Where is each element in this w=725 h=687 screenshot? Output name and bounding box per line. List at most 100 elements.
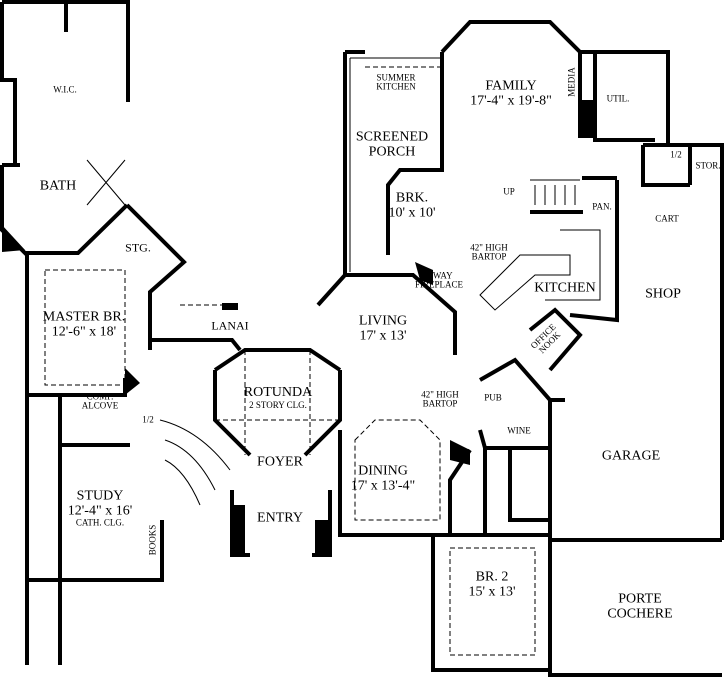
wall-lanai	[148, 338, 242, 352]
room-label-half-bath-2: 1/2	[142, 414, 154, 425]
comp-2: ALCOVE	[81, 401, 119, 411]
wall-office	[528, 307, 583, 372]
room-label-pantry: PAN.	[592, 201, 612, 212]
room-label-foyer: FOYER	[257, 454, 303, 470]
screened-1: SCREENED	[355, 129, 429, 145]
living-size: 17' x 13'	[359, 328, 407, 343]
room-label-breakfast: BRK.10' x 10'	[388, 191, 435, 220]
wall-porch	[343, 50, 365, 275]
wall-garage	[548, 398, 722, 677]
br2-size: 15' x 13'	[468, 584, 516, 599]
room-label-kitchen: KITCHEN	[534, 280, 596, 296]
room-label-stor: STOR.	[695, 160, 721, 171]
room-label-master: MASTER BR.12'-6" x 18'	[43, 310, 125, 339]
wall-block-5	[450, 440, 470, 465]
wall-living	[316, 273, 457, 355]
room-label-half-bath: 1/2	[670, 149, 682, 160]
room-label-util: UTIL.	[606, 93, 630, 104]
summer-kitchen-2: KITCHEN	[376, 82, 416, 92]
rotunda-name: ROTUNDA	[243, 384, 313, 400]
master-name: MASTER BR.	[42, 309, 126, 325]
wall-block-3	[230, 505, 245, 555]
wall-shop	[569, 180, 724, 540]
br2-name: BR. 2	[475, 569, 509, 585]
books-label: BOOKS	[147, 524, 158, 556]
media-fireplace	[578, 100, 593, 138]
family-name: FAMILY	[485, 78, 537, 94]
wall-util	[595, 50, 670, 145]
stairs	[530, 179, 580, 205]
summer-kitchen-1: SUMMER	[376, 72, 416, 83]
rotunda-note: 2 STORY CLG.	[249, 399, 307, 410]
screened-2: PORCH	[368, 144, 416, 159]
wall-br2	[431, 448, 550, 672]
room-label-media: MEDIA	[566, 67, 577, 97]
comp-1: COMP.	[86, 391, 114, 402]
kitchen-counter	[545, 229, 601, 301]
dining-name: DINING	[358, 463, 408, 479]
room-label-entry: ENTRY	[257, 510, 303, 526]
room-label-garage: GARAGE	[601, 448, 661, 464]
wall-bath	[0, 163, 129, 665]
bartop1-2: BARTOP	[471, 252, 507, 262]
study-size: 12'-4" x 16'	[67, 503, 133, 519]
dining-size: 17' x 13'-4"	[350, 478, 416, 493]
room-label-cart: CART	[655, 213, 679, 224]
br2-ceiling	[449, 547, 536, 656]
rotunda-openings	[215, 350, 340, 455]
kitchen-island	[479, 254, 571, 311]
room-label-comp-alcove: COMP.ALCOVE	[81, 391, 119, 412]
study-name: STUDY	[76, 488, 124, 504]
bartop1-1: 42" HIGH	[470, 242, 508, 253]
family-size: 17'-4" x 19'-8"	[470, 93, 552, 108]
fireplace	[415, 262, 433, 285]
dining-ceiling	[354, 419, 441, 521]
room-label-bath: BATH	[39, 178, 77, 194]
wall-wic	[0, 0, 130, 165]
room-label-lanai: LANAI	[211, 318, 249, 333]
bartop2-1: 42" HIGH	[421, 389, 459, 400]
porte-2: COCHERE	[607, 606, 673, 621]
wall-stg	[125, 203, 187, 340]
master-size: 12'-6" x 18'	[51, 324, 117, 339]
living-name: LIVING	[358, 313, 408, 329]
wall-bath2	[508, 448, 550, 522]
room-label-shop: SHOP	[645, 286, 681, 302]
wall-study	[25, 443, 164, 582]
porch-screen	[349, 57, 440, 272]
porte-1: PORTE	[618, 591, 662, 607]
room-label-stg: STG.	[125, 240, 151, 255]
wall-family	[386, 20, 655, 255]
wall-block-2	[125, 368, 140, 395]
stair-up-label: UP	[503, 186, 515, 197]
wall-block-1	[2, 225, 25, 252]
wall-pub	[478, 357, 552, 450]
spiral-stair	[159, 419, 231, 506]
wall-halfbath	[641, 143, 724, 187]
wall-block-6	[222, 303, 238, 310]
brk-name: BRK.	[395, 190, 429, 206]
room-label-wic: W.I.C.	[53, 84, 77, 95]
study-note: CATH. CLG.	[75, 517, 125, 528]
bartop2-2: BARTOP	[422, 399, 458, 409]
brk-size: 10' x 10'	[388, 205, 436, 220]
shower-x	[86, 159, 126, 206]
fireplace-2: FIREPLACE	[414, 280, 464, 290]
fireplace-1: 2-WAY	[425, 270, 453, 281]
wall-kitchen	[530, 176, 617, 214]
room-label-wine: WINE	[507, 425, 531, 436]
